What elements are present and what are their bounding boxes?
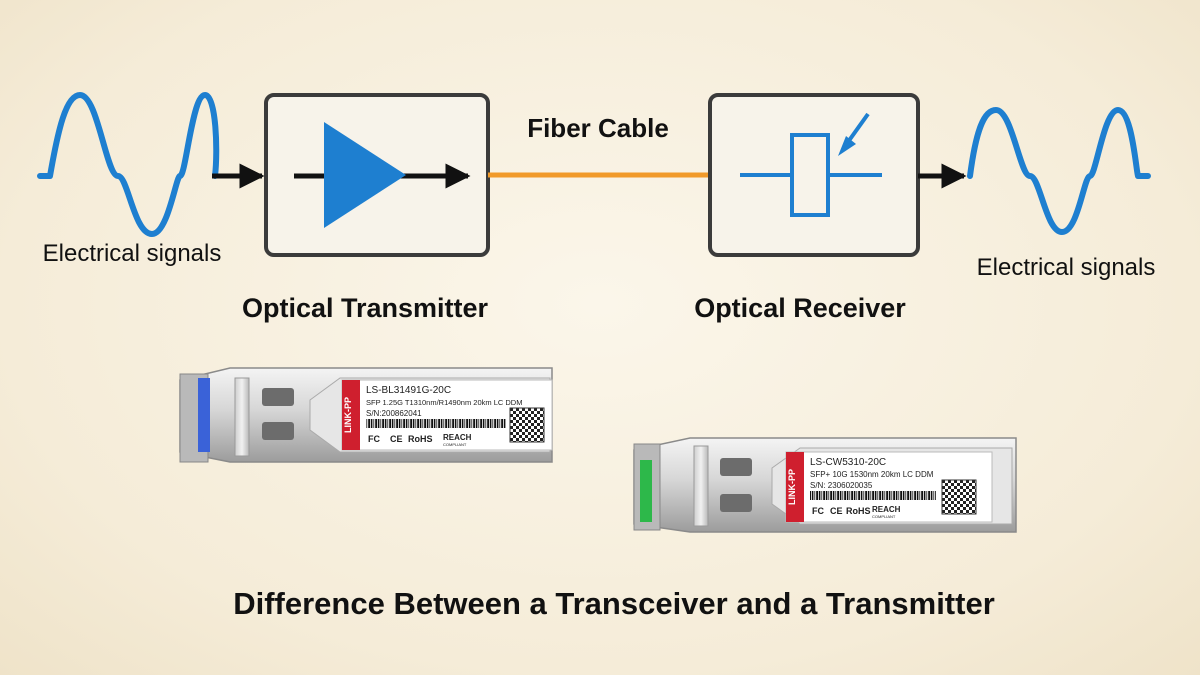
module-2-mark-ce: CE <box>830 506 843 516</box>
module-2-reach: REACH <box>872 505 901 514</box>
module-1-serial: S/N:200862041 <box>366 409 422 418</box>
module-2-barcode <box>810 491 936 500</box>
sfp-module-1: LINK-PP LS-BL31491G-20C SFP 1.25G T1310n… <box>179 367 553 463</box>
module-2-model: LS-CW5310-20C <box>810 457 886 468</box>
module-2-vents <box>693 445 752 527</box>
module-2-spec: SFP+ 10G 1530nm 20km LC DDM <box>810 470 934 479</box>
module-1-brand: LINK-PP <box>343 397 353 433</box>
module-2-qr-code <box>941 479 977 515</box>
module-2-green-latch <box>640 460 652 522</box>
module-1-brand-strip <box>342 380 360 450</box>
module-2-serial: S/N: 2306020035 <box>810 481 873 490</box>
module-1-blue-latch <box>198 378 210 452</box>
page-title: Difference Between a Transceiver and a T… <box>233 586 995 621</box>
module-2-brand-strip <box>786 452 804 522</box>
optical-transmitter-label: Optical Transmitter <box>242 293 489 323</box>
fiber-cable-label: Fiber Cable <box>527 113 669 143</box>
output-signal-wave <box>967 107 1151 235</box>
module-1-spec: SFP 1.25G T1310nm/R1490nm 20km LC DDM <box>366 398 522 407</box>
module-1-barcode <box>366 419 506 428</box>
module-1-reach: REACH <box>443 433 472 442</box>
output-signal-label: Electrical signals <box>977 254 1156 281</box>
module-2-mark-fc: FC <box>812 506 824 516</box>
photodetector-icon <box>740 112 882 217</box>
optical-receiver-label: Optical Receiver <box>694 293 906 323</box>
input-signal-label: Electrical signals <box>43 240 222 267</box>
module-1-reach-sub: COMPLIANT <box>443 442 467 447</box>
module-1-mark-ce: CE <box>390 434 403 444</box>
module-2-brand: LINK-PP <box>787 469 797 505</box>
input-signal-wave <box>37 92 220 237</box>
module-1-vents <box>234 377 294 457</box>
amplifier-triangle-icon <box>324 122 406 228</box>
module-1-model: LS-BL31491G-20C <box>366 385 451 396</box>
module-1-mark-fc: FC <box>368 434 380 444</box>
module-1-mark-rohs: RoHS <box>408 434 433 444</box>
module-2-mark-rohs: RoHS <box>846 506 871 516</box>
module-1-qr-code <box>509 407 545 443</box>
module-2-reach-sub: COMPLIANT <box>872 514 896 519</box>
sfp-module-2: LINK-PP LS-CW5310-20C SFP+ 10G 1530nm 20… <box>633 437 1017 533</box>
